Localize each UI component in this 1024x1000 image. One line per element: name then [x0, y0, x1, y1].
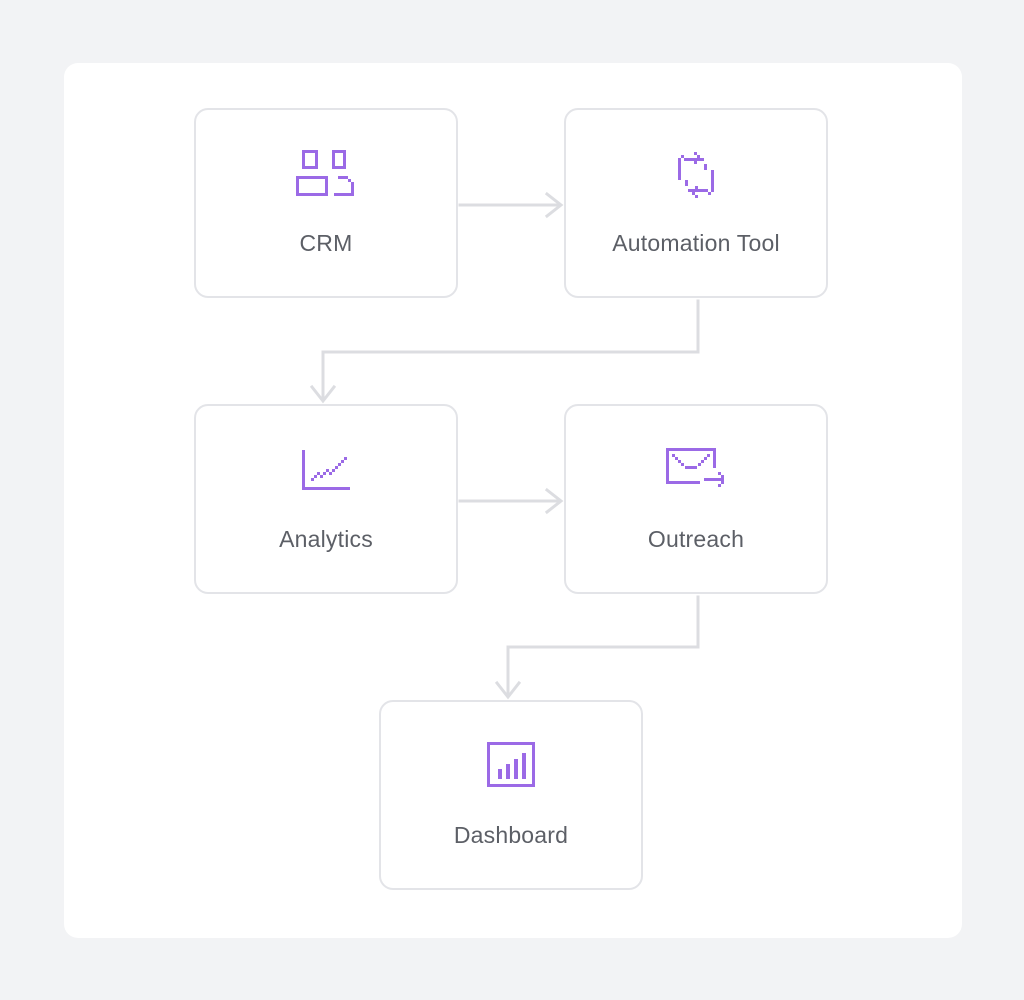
node-label: Outreach — [647, 526, 745, 552]
node-label: Automation Tool — [612, 230, 780, 256]
line-chart-icon — [294, 444, 358, 498]
node-outreach[interactable]: Outreach — [564, 404, 828, 594]
users-icon — [294, 148, 358, 202]
node-automation-tool[interactable]: Automation Tool — [564, 108, 828, 298]
node-label: CRM — [299, 230, 353, 256]
bar-chart-board-icon — [479, 740, 543, 794]
node-label: Dashboard — [453, 822, 569, 848]
node-analytics[interactable]: Analytics — [194, 404, 458, 594]
node-dashboard[interactable]: Dashboard — [379, 700, 643, 890]
mail-send-icon — [664, 444, 728, 498]
node-label: Analytics — [279, 526, 373, 552]
node-crm[interactable]: CRM — [194, 108, 458, 298]
sync-arrows-icon — [664, 148, 728, 202]
